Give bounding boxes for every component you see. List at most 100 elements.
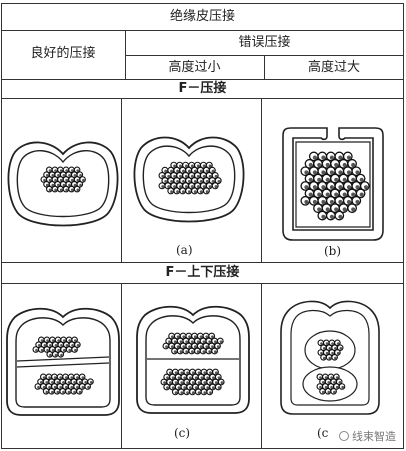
wire-strand-shade: [355, 185, 360, 190]
wire-strand-shade: [197, 381, 201, 385]
wire-strand-shade: [73, 381, 76, 384]
col-divider: [261, 98, 262, 262]
wire-strand-shade: [185, 340, 189, 344]
wire-strand-shade: [327, 381, 331, 384]
wire-strand-shade: [304, 185, 309, 190]
wire-strand-shade: [325, 342, 329, 345]
wire-strand-shade: [179, 164, 182, 168]
wire-strand-shade: [164, 169, 168, 173]
wire-strand-shade: [320, 351, 323, 355]
wire-strand-shade: [53, 385, 57, 389]
wire-strand-shade: [214, 350, 217, 354]
wire-strand-shade: [191, 371, 195, 375]
wire-strand-shade: [312, 155, 317, 160]
wire-strand-shade: [68, 174, 71, 177]
wire-strand-shade: [183, 386, 187, 390]
wire-strand-shade: [196, 185, 200, 189]
wire-strand-shade: [79, 174, 82, 177]
wire-strand-shade: [65, 188, 69, 192]
wire-strand-shade: [359, 177, 364, 182]
wire-strand-shade: [174, 371, 178, 375]
good-crimp-header: 良好的压接: [30, 46, 96, 61]
wire-strand-shade: [176, 335, 180, 339]
wire-strand-shade: [170, 169, 174, 173]
wire-strand-shade: [202, 164, 206, 168]
wire-strand-shade: [174, 381, 178, 385]
wire-strand-shade: [84, 381, 88, 384]
wire-strand-shade: [196, 164, 200, 168]
wire-strand-shade: [62, 174, 66, 177]
wire-strand-shade: [70, 376, 74, 379]
wire-strand-shade: [212, 376, 215, 380]
wire-strand-shade: [317, 192, 322, 197]
wire-strand-shade: [59, 385, 63, 389]
wire-strand-shade: [329, 199, 334, 205]
wire-strand-shade: [76, 385, 79, 389]
wire-strand-shade: [57, 183, 60, 187]
wire-strand-shade: [202, 174, 206, 178]
wire-strand-shade: [329, 155, 334, 160]
wire-strand-shade: [363, 185, 369, 190]
wire-strand-shade: [220, 381, 224, 385]
wire-strand-shade: [171, 345, 174, 349]
wire-strand-shade: [355, 170, 360, 175]
wechat-icon: [339, 431, 349, 441]
wire-strand-shade: [179, 340, 183, 344]
wire-strand-shade: [217, 386, 221, 390]
wire-strand-shade: [208, 174, 212, 178]
low-height-f-crimp-figure: [133, 136, 245, 223]
wire-strand-shade: [199, 345, 203, 349]
wire-strand-shade: [334, 356, 337, 360]
wire-strand-shade: [321, 199, 326, 205]
wire-strand-shade: [193, 190, 197, 194]
row-divider: [1, 30, 404, 31]
wire-strand-shade: [180, 391, 184, 395]
wire-strand-shade: [173, 185, 177, 189]
wire-strand-shade: [48, 178, 52, 182]
wire-strand-shade: [190, 164, 194, 168]
wire-strand-shade: [324, 385, 328, 389]
wire-strand-shade: [173, 350, 177, 354]
wire-strand-shade: [76, 344, 80, 347]
wire-strand-shade: [43, 344, 47, 347]
wire-strand-shade: [335, 385, 339, 389]
wire-strand-shade: [194, 386, 198, 390]
wire-strand-shade: [161, 185, 165, 189]
wire-strand-shade: [74, 339, 77, 342]
wire-strand-shade: [171, 335, 174, 339]
wire-strand-shade: [203, 371, 207, 375]
wire-strand-shade: [219, 340, 223, 344]
wire-strand-shade: [51, 339, 55, 342]
wire-strand-shade: [182, 190, 185, 194]
col-divider: [125, 30, 126, 79]
wire-strand-shade: [319, 376, 322, 379]
wire-strand-shade: [48, 188, 52, 192]
wire-strand-shade: [170, 179, 174, 183]
wire-strand-shade: [197, 391, 201, 395]
wire-strand-shade: [65, 178, 69, 182]
wire-strand-shade: [317, 177, 322, 182]
wire-strand-shade: [46, 339, 49, 342]
wire-strand-shade: [51, 390, 54, 394]
wire-strand-shade: [193, 345, 197, 349]
wire-strand-shade: [342, 177, 347, 182]
wire-strand-shade: [46, 348, 49, 352]
wire-strand-shade: [164, 179, 168, 183]
wire-strand-shade: [202, 185, 206, 189]
wire-strand-shade: [206, 386, 210, 390]
wire-strand-shade: [209, 381, 212, 385]
wire-strand-shade: [338, 381, 342, 384]
wire-strand-shade: [51, 381, 54, 384]
wire-strand-shade: [79, 183, 82, 187]
wire-strand-shade: [177, 386, 181, 390]
wire-strand-shade: [45, 390, 49, 394]
wire-strand-shade: [189, 386, 192, 390]
wire-strand-shade: [183, 376, 187, 380]
wire-strand-shade: [57, 348, 61, 352]
wire-strand-shade: [211, 179, 215, 183]
wire-strand-shade: [191, 391, 195, 395]
wire-strand-shade: [188, 345, 191, 349]
wire-strand-shade: [325, 207, 330, 212]
wire-strand-shade: [186, 381, 189, 385]
wire-strand-shade: [48, 376, 51, 379]
